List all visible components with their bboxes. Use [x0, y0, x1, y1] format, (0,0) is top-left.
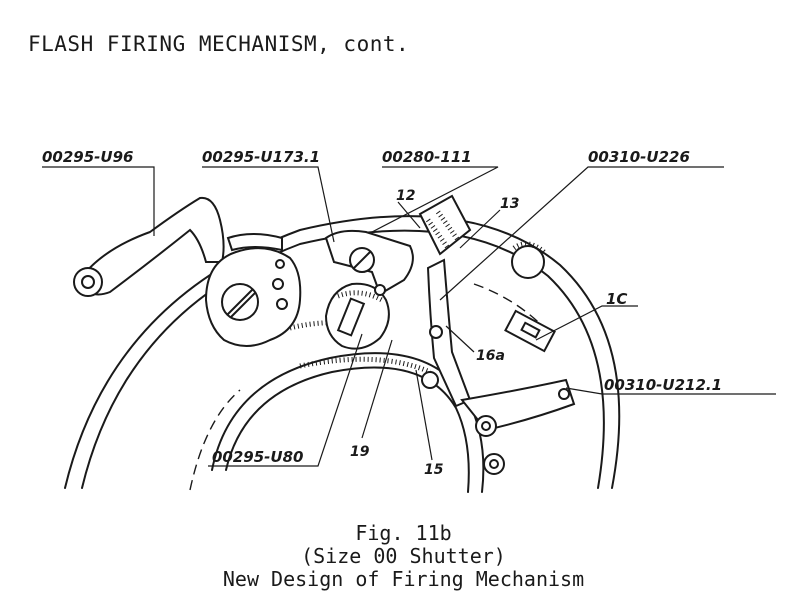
cam-arm: [226, 233, 283, 252]
inner-aperture-ticks: [299, 356, 432, 375]
spring-housing: [418, 194, 472, 256]
label-12: 12: [396, 188, 415, 204]
label-00295-u173-1: 00295-U173.1: [202, 148, 320, 166]
caption-shutter-size: (Size 00 Shutter): [301, 544, 506, 568]
spring-coil: [425, 218, 451, 250]
roller-3: [421, 371, 439, 389]
figure-caption: Fig. 11b (Size 00 Shutter) New Design of…: [0, 522, 807, 591]
label-00310-u212-1: 00310-U212.1: [604, 376, 722, 394]
label-00295-u80: 00295-U80: [212, 448, 303, 466]
page-heading: FLASH FIRING MECHANISM, cont.: [28, 32, 410, 56]
label-16a: 16a: [476, 348, 505, 364]
label-13: 13: [500, 196, 519, 212]
lever-u96: [76, 196, 225, 296]
spring-coil-2: [435, 210, 461, 242]
dashed-guide-left: [189, 389, 241, 491]
knurled-wheel: [511, 245, 545, 279]
sector-gear-slot: [336, 297, 366, 337]
label-19: 19: [350, 444, 370, 460]
label-00310-u226: 00310-U226: [588, 148, 690, 166]
label-1c: 1C: [606, 290, 627, 308]
inner-aperture-ring-2: [225, 366, 470, 493]
outer-housing-arc-inner: [81, 229, 605, 489]
label-00295-u96: 00295-U96: [42, 148, 133, 166]
caption-description: New Design of Firing Mechanism: [222, 567, 585, 591]
lever-u96-pivot-inner: [81, 275, 95, 289]
label-00280-111: 00280-111: [382, 148, 472, 166]
outer-housing-arc: [64, 215, 621, 489]
label-15: 15: [424, 462, 444, 478]
caption-figure-number: Fig. 11b: [355, 521, 452, 545]
